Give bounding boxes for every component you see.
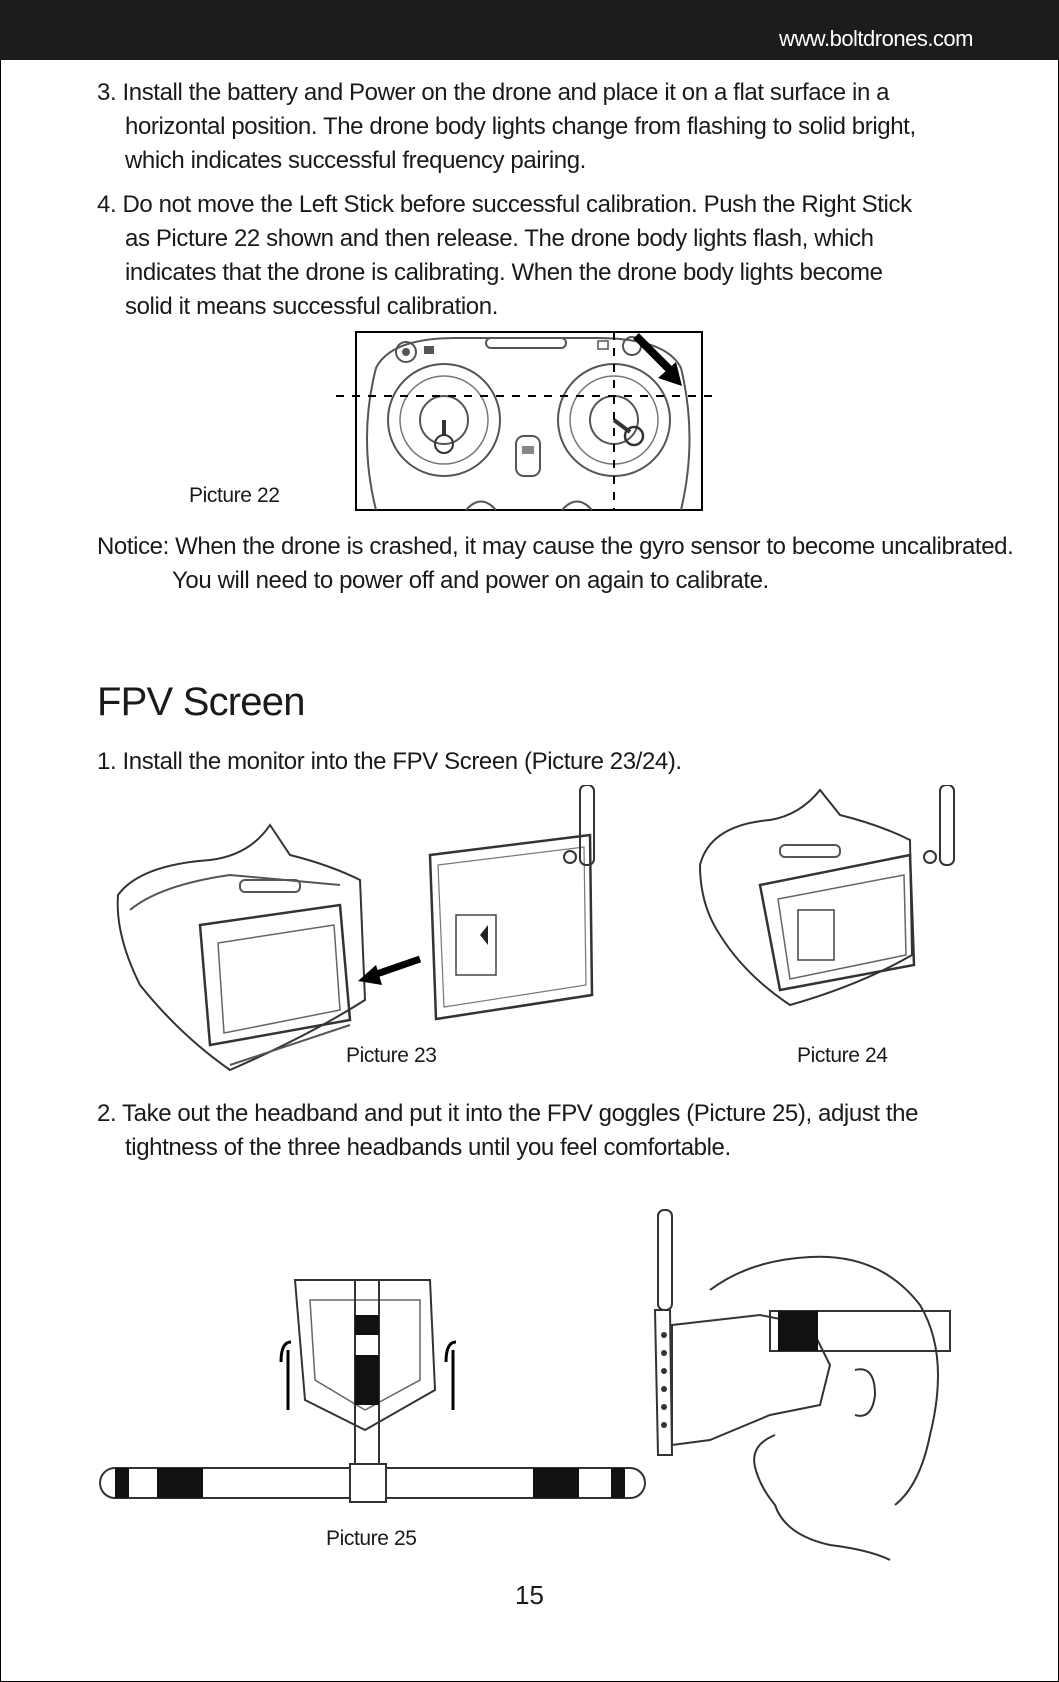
goggles-assembled-illustration bbox=[698, 785, 955, 1007]
step-4-line-2: as Picture 22 shown and then release. Th… bbox=[125, 225, 874, 252]
caption-picture-22: Picture 22 bbox=[189, 484, 280, 507]
fpv-step-1-text: 1. Install the monitor into the FPV Scre… bbox=[97, 745, 682, 779]
controller-illustration bbox=[336, 331, 716, 511]
caption-picture-25: Picture 25 bbox=[326, 1527, 417, 1550]
fpv-step-1-line-1: 1. Install the monitor into the FPV Scre… bbox=[97, 748, 682, 775]
step-3-text: 3. Install the battery and Power on the … bbox=[97, 76, 916, 178]
fpv-step-2-line-2: tightness of the three headbands until y… bbox=[125, 1134, 731, 1161]
notice-line-1: Notice: When the drone is crashed, it ma… bbox=[97, 533, 1014, 560]
step-3-line-1: 3. Install the battery and Power on the … bbox=[97, 79, 890, 106]
notice-text: Notice: When the drone is crashed, it ma… bbox=[97, 530, 1014, 598]
head-wearing-goggles-illustration bbox=[653, 1209, 951, 1561]
step-3-line-3: which indicates successful frequency pai… bbox=[125, 147, 586, 174]
fpv-step-2-text: 2. Take out the headband and put it into… bbox=[97, 1097, 918, 1165]
step-4-text: 4. Do not move the Left Stick before suc… bbox=[97, 188, 912, 324]
step-3-line-2: horizontal position. The drone body ligh… bbox=[125, 113, 916, 140]
step-4-line-4: solid it means successful calibration. bbox=[125, 293, 498, 320]
step-4-line-1: 4. Do not move the Left Stick before suc… bbox=[97, 191, 912, 218]
section-title: FPV Screen bbox=[97, 680, 305, 724]
step-4-line-3: indicates that the drone is calibrating.… bbox=[125, 259, 883, 286]
caption-picture-24: Picture 24 bbox=[797, 1044, 888, 1067]
website-url: www.boltdrones.com bbox=[779, 26, 973, 51]
fpv-step-2-line-1: 2. Take out the headband and put it into… bbox=[97, 1100, 919, 1127]
page-number: 15 bbox=[515, 1580, 544, 1610]
headband-illustration bbox=[99, 1279, 646, 1503]
caption-picture-23: Picture 23 bbox=[346, 1044, 437, 1067]
notice-line-2: You will need to power off and power on … bbox=[172, 567, 769, 594]
header-bar: www.boltdrones.com bbox=[0, 0, 1059, 60]
goggles-monitor-illustration bbox=[116, 785, 595, 1072]
